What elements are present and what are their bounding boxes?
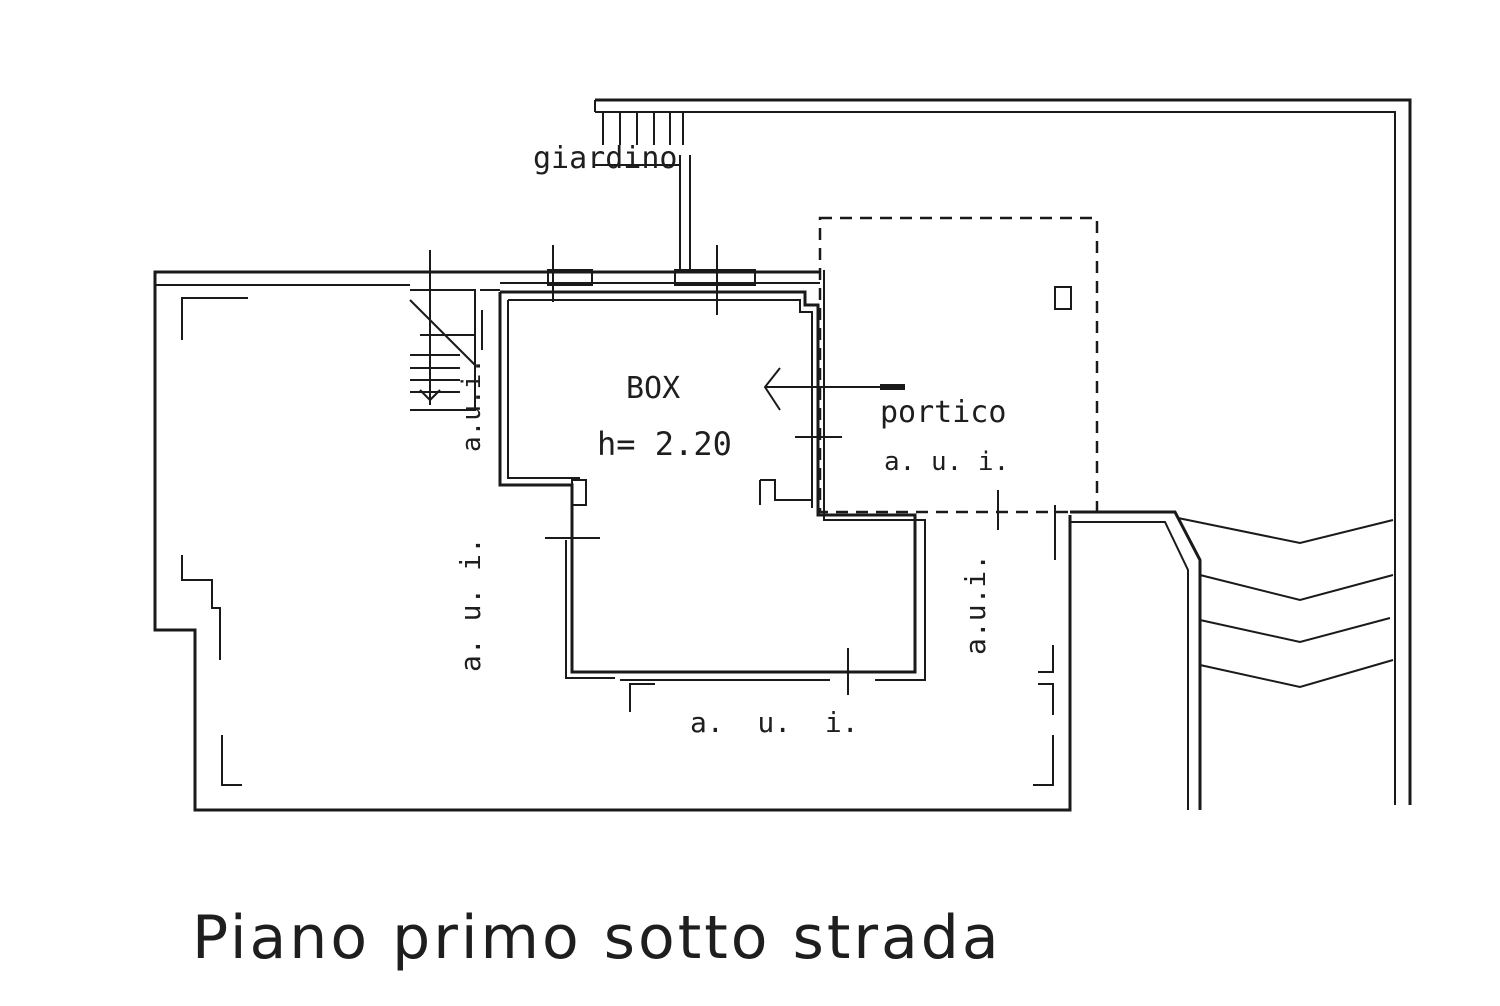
aui-label-right: a.u.i.	[959, 554, 992, 655]
portico-outline	[818, 216, 1099, 514]
aui-label-left: a. u. i.	[454, 537, 487, 672]
entry-arrow-icon	[763, 367, 905, 411]
garden-label: giardino	[533, 141, 678, 176]
garden-wall	[594, 98, 1412, 805]
plan-title: Piano primo sotto strada	[192, 903, 1002, 973]
aui-label-stairs: a.u.i.	[457, 358, 487, 452]
pillar	[1054, 286, 1072, 310]
garden-steps	[602, 112, 684, 145]
box-height-label: h= 2.20	[597, 425, 732, 463]
portico-label: portico	[880, 395, 1006, 430]
aui-label-bottom: a. u. i.	[690, 706, 859, 739]
box-label: BOX	[626, 371, 680, 406]
outer-building-outline	[153, 270, 1072, 812]
stairs	[409, 250, 500, 411]
corner-marks	[181, 297, 1054, 786]
box-walls	[498, 245, 1056, 695]
ramp	[1070, 510, 1394, 810]
portico-note: a. u. i.	[884, 447, 1009, 477]
